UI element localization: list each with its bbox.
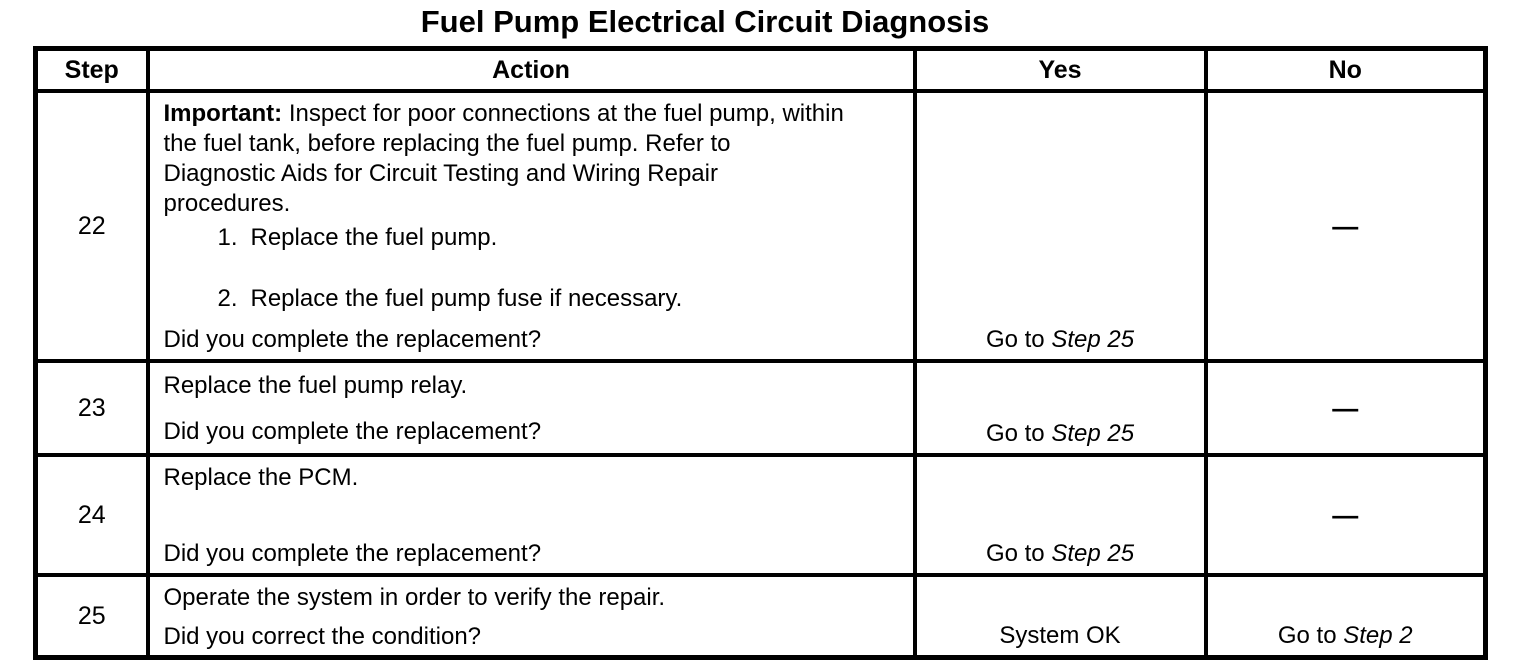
- action-text: Replace the fuel pump relay.: [163, 372, 468, 399]
- paragraph-line: the fuel tank, before replacing the fuel…: [163, 130, 731, 157]
- no-cell: —: [1203, 89, 1488, 363]
- goto-prefix: Go to: [985, 420, 1052, 447]
- step-number: 24: [33, 453, 150, 577]
- table-row-step-24: 24 Replace the PCM. Did you complete the…: [33, 453, 1488, 577]
- goto-prefix: Go to: [985, 326, 1052, 353]
- no-cell: —: [1203, 453, 1488, 577]
- no-answer-dash: —: [1332, 499, 1359, 530]
- table-row-step-22: 22 Important: Inspect for poor connectio…: [33, 89, 1488, 363]
- action-cell: Replace the fuel pump relay. Did you com…: [145, 359, 917, 457]
- list-item: 1. Replace the fuel pump.: [218, 222, 899, 253]
- yes-answer: System OK: [999, 622, 1120, 649]
- question-text: Did you complete the replacement?: [163, 418, 542, 445]
- step-number: 23: [33, 359, 150, 457]
- no-cell: —: [1203, 359, 1488, 457]
- no-cell: Go to Step 2: [1203, 573, 1488, 660]
- step-number: 25: [33, 573, 150, 660]
- yes-answer-text: System OK: [999, 622, 1121, 649]
- list-item: 2. Replace the fuel pump fuse if necessar…: [218, 283, 899, 314]
- question-text: Did you correct the condition?: [163, 623, 482, 650]
- list-item-text: Replace the fuel pump.: [250, 224, 498, 251]
- paragraph-line: Diagnostic Aids for Circuit Testing and …: [163, 160, 718, 187]
- step-reference: Step 25: [1051, 420, 1135, 447]
- action-content: Operate the system in order to verify th…: [164, 583, 899, 651]
- table-row-step-25: 25 Operate the system in order to verify…: [33, 573, 1488, 660]
- no-answer-dash: —: [1332, 210, 1359, 241]
- question-text: Did you complete the replacement?: [163, 326, 542, 353]
- no-answer-dash: —: [1332, 392, 1359, 423]
- page-title: Fuel Pump Electrical Circuit Diagnosis: [420, 4, 990, 39]
- step-number: 22: [33, 89, 150, 363]
- action-cell: Replace the PCM. Did you complete the re…: [145, 453, 917, 577]
- action-cell: Operate the system in order to verify th…: [145, 573, 917, 660]
- yes-cell: Go to Step 25: [912, 359, 1208, 457]
- yes-cell: Go to Step 25: [912, 89, 1208, 363]
- yes-answer: Go to Step 25: [986, 420, 1134, 447]
- action-text: Operate the system in order to verify th…: [163, 584, 666, 611]
- yes-answer: Go to Step 25: [986, 540, 1134, 567]
- goto-prefix: Go to: [1277, 622, 1344, 649]
- question-text: Did you complete the replacement?: [163, 540, 542, 567]
- important-paragraph: Important: Inspect for poor connections …: [164, 99, 899, 219]
- col-header-no: No: [1203, 46, 1488, 93]
- table-row-step-23: 23 Replace the fuel pump relay. Did you …: [33, 359, 1488, 457]
- step-reference: Step 2: [1343, 622, 1413, 649]
- action-cell: Important: Inspect for poor connections …: [145, 89, 917, 363]
- diagnosis-table: Step Action Yes No 22 Important: Inspect…: [33, 46, 1488, 660]
- col-header-yes: Yes: [912, 46, 1208, 93]
- paragraph-line: Important: Inspect for poor connections …: [164, 99, 899, 129]
- header-row: Step Action Yes No: [33, 46, 1488, 93]
- step-reference: Step 25: [1051, 540, 1135, 567]
- list-item-number: 1.: [217, 224, 238, 251]
- action-content: Important: Inspect for poor connections …: [164, 99, 899, 355]
- yes-answer: Go to Step 25: [986, 326, 1134, 353]
- paragraph-text: Inspect for poor connections at the fuel…: [282, 100, 844, 127]
- list-item-number: 2.: [217, 285, 238, 312]
- action-content: Replace the fuel pump relay. Did you com…: [164, 369, 899, 449]
- paragraph-line: procedures.: [163, 190, 291, 217]
- action-content: Replace the PCM. Did you complete the re…: [164, 463, 899, 569]
- step-reference: Step 25: [1051, 326, 1135, 353]
- yes-cell: System OK: [912, 573, 1208, 660]
- action-text: Replace the PCM.: [163, 464, 359, 491]
- important-label: Important:: [163, 100, 283, 127]
- yes-cell: Go to Step 25: [912, 453, 1208, 577]
- col-header-step: Step: [33, 46, 150, 93]
- col-header-action: Action: [145, 46, 917, 93]
- no-answer: Go to Step 2: [1278, 622, 1413, 649]
- list-item-text: Replace the fuel pump fuse if necessary.: [250, 285, 683, 312]
- goto-prefix: Go to: [985, 540, 1052, 567]
